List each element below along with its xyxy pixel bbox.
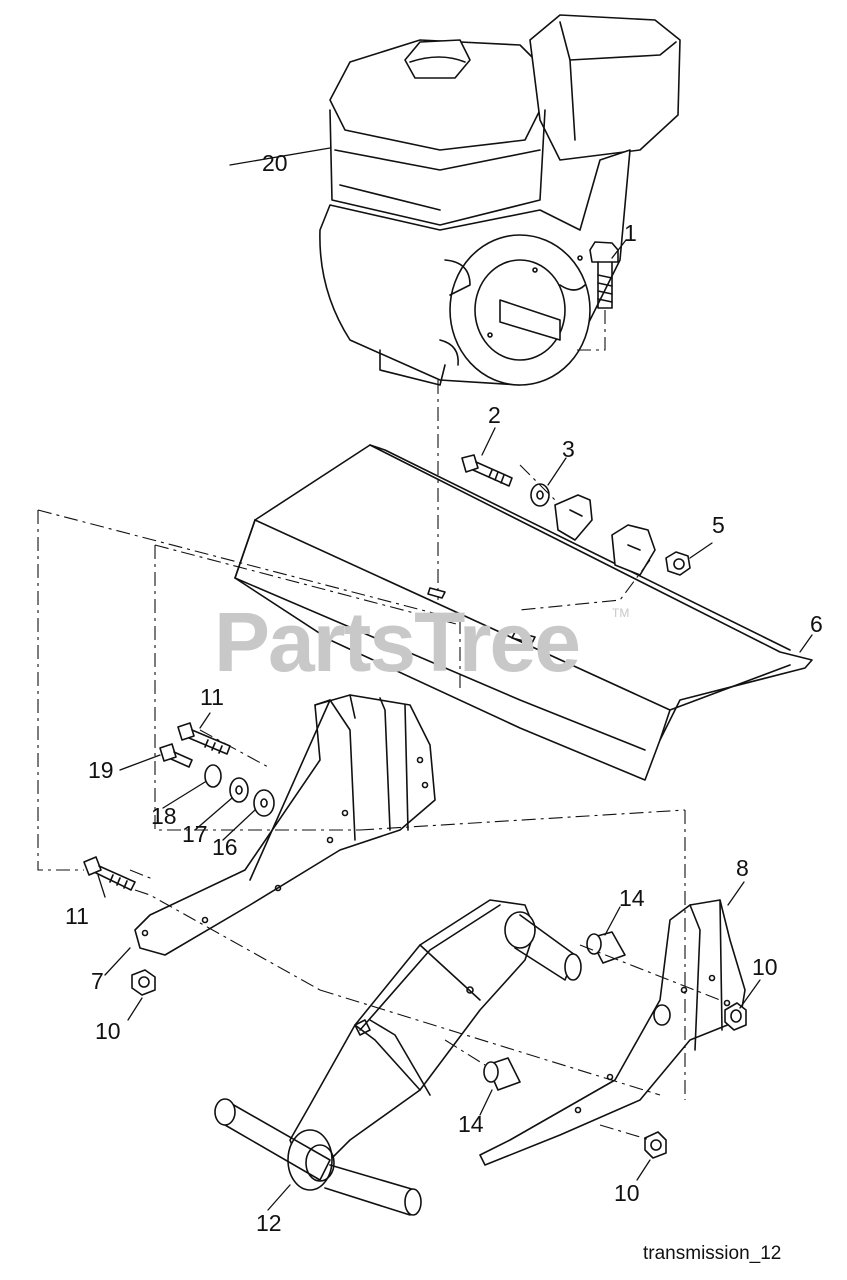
callout-17: 17 [182, 821, 208, 847]
callout-5: 5 [712, 512, 725, 538]
callout-1: 1 [624, 220, 637, 246]
diagram-caption: transmission_12 [643, 1243, 782, 1264]
callout-20: 20 [262, 150, 288, 176]
callout-11-lower: 11 [65, 903, 89, 929]
left-bracket-part [134, 694, 436, 956]
transmission-housing-part [214, 899, 582, 1216]
callout-3: 3 [562, 436, 575, 462]
washer-18 [204, 764, 222, 788]
nut-10-right [724, 1002, 747, 1031]
callout-8: 8 [736, 855, 749, 881]
callout-7: 7 [91, 968, 104, 994]
nut-10-bottom [644, 1131, 667, 1159]
callout-2: 2 [488, 402, 501, 428]
washer-17 [229, 777, 249, 803]
callout-19: 19 [88, 757, 114, 783]
tine-shield-part [234, 444, 813, 781]
callout-6: 6 [810, 611, 823, 637]
right-bracket-part [479, 899, 746, 1166]
callout-11-upper: 11 [200, 684, 224, 710]
callout-10-left: 10 [95, 1018, 121, 1044]
callout-14-upper: 14 [619, 885, 645, 911]
bolt-11-upper [177, 722, 231, 755]
alignment-lines [37, 310, 721, 1141]
callout-12: 12 [256, 1210, 282, 1236]
callout-10-right: 10 [752, 954, 778, 980]
bolt-11-lower [83, 856, 136, 891]
partstree-watermark: PartsTree [214, 595, 581, 689]
callout-10-bottom: 10 [614, 1180, 640, 1206]
engine-part [319, 14, 681, 386]
nut-10-left [131, 969, 156, 996]
nut-5 [665, 551, 691, 576]
washer-3 [530, 483, 550, 507]
callout-18: 18 [151, 803, 177, 829]
spacer-14-lower [483, 1057, 521, 1091]
bolt-19 [159, 743, 193, 768]
trademark-mark: TM [612, 606, 630, 620]
spacer-14-upper [586, 931, 626, 964]
leader-lines [97, 147, 813, 1211]
callout-14-lower: 14 [458, 1111, 484, 1137]
bolt-2 [461, 454, 513, 487]
washer-16 [253, 789, 275, 817]
callout-16: 16 [212, 834, 238, 860]
